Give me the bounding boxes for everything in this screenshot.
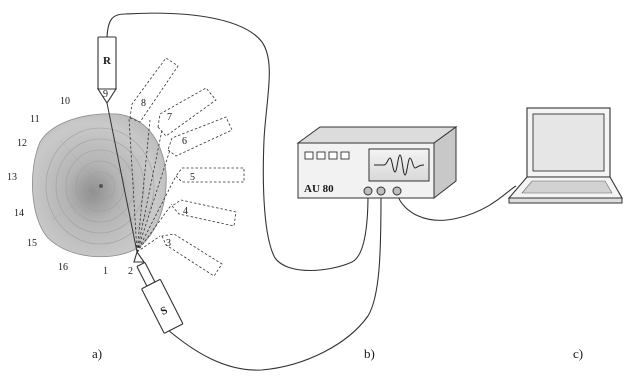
position-11: 11 bbox=[30, 114, 40, 125]
ultrasonic-device: AU 80 bbox=[296, 126, 458, 200]
laptop-screen bbox=[532, 113, 605, 172]
position-13: 13 bbox=[7, 172, 17, 183]
position-12: 12 bbox=[17, 138, 27, 149]
position-7: 7 bbox=[167, 112, 172, 123]
position-numbers: 1 2 3 4 5 6 7 8 9 10 11 12 13 14 15 16 bbox=[7, 89, 195, 277]
connector-2 bbox=[376, 186, 386, 196]
waveform-icon bbox=[374, 154, 425, 176]
connector-1 bbox=[363, 186, 373, 196]
computer-cable bbox=[396, 185, 517, 221]
measurement-paths bbox=[128, 117, 177, 253]
sender-label: S bbox=[159, 304, 170, 317]
cables bbox=[106, 12, 517, 371]
position-9: 9 bbox=[103, 89, 108, 100]
sender-probe: S bbox=[133, 250, 184, 334]
position-2: 2 bbox=[128, 266, 133, 277]
device-model-label: AU 80 bbox=[304, 183, 334, 195]
probe-positions bbox=[129, 57, 245, 277]
panel-label-b: b) bbox=[364, 346, 375, 361]
receiver-cable bbox=[106, 12, 369, 272]
position-10: 10 bbox=[60, 96, 70, 107]
position-14: 14 bbox=[14, 208, 24, 219]
receiver-probe: R bbox=[96, 36, 118, 105]
panel-label-a: a) bbox=[92, 346, 102, 361]
position-3: 3 bbox=[166, 238, 171, 249]
tree-cross-section bbox=[32, 113, 167, 258]
position-4: 4 bbox=[183, 206, 188, 217]
receiver-label: R bbox=[103, 55, 112, 67]
position-5: 5 bbox=[190, 172, 195, 183]
position-6: 6 bbox=[182, 136, 187, 147]
device-buttons bbox=[304, 151, 350, 160]
position-1: 1 bbox=[103, 266, 108, 277]
position-16: 16 bbox=[58, 262, 68, 273]
connector-3 bbox=[392, 186, 402, 196]
laptop-keyboard bbox=[521, 180, 613, 194]
laptop bbox=[507, 107, 623, 204]
position-15: 15 bbox=[27, 238, 37, 249]
probe-axis bbox=[106, 102, 138, 253]
panel-label-c: c) bbox=[573, 346, 583, 361]
position-8: 8 bbox=[141, 98, 146, 109]
sender-cable bbox=[167, 193, 382, 371]
